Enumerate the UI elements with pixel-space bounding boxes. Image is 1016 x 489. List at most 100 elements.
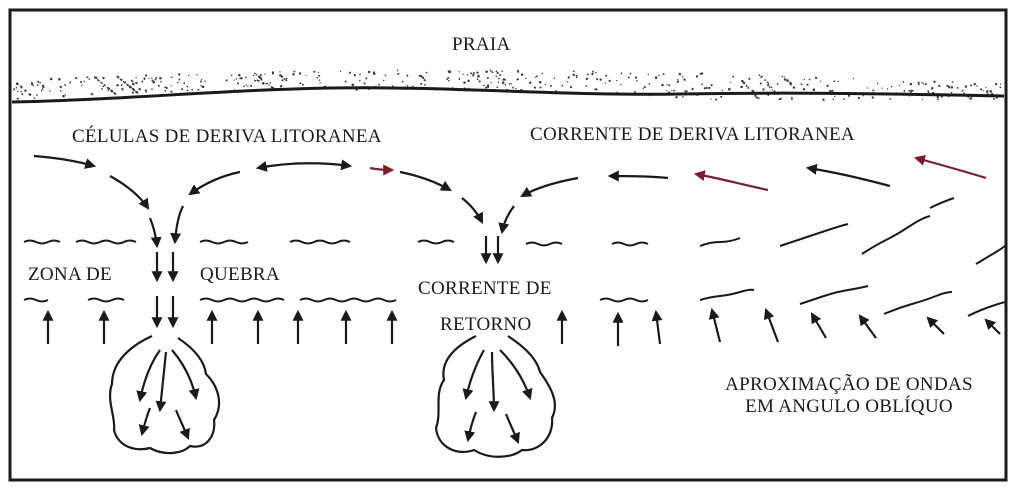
sand-speck xyxy=(636,80,638,82)
sand-speck xyxy=(285,79,287,81)
sand-speck xyxy=(42,85,44,87)
sand-speck xyxy=(666,90,667,91)
sand-speck xyxy=(148,78,149,79)
sand-speck xyxy=(813,88,816,91)
sand-speck xyxy=(270,82,272,84)
sand-speck xyxy=(649,83,651,85)
sand-speck xyxy=(378,84,380,86)
sand-speck xyxy=(84,81,85,82)
sand-speck xyxy=(965,85,967,87)
sand-speck xyxy=(318,72,319,73)
sand-speck xyxy=(759,74,761,76)
sand-speck xyxy=(605,75,607,77)
sand-speck xyxy=(236,78,237,79)
sand-speck xyxy=(596,78,598,80)
sand-speck xyxy=(130,87,132,89)
sand-speck xyxy=(525,78,527,80)
sand-speck xyxy=(463,81,466,84)
sand-speck xyxy=(517,69,519,71)
sand-speck xyxy=(682,96,683,97)
sand-speck xyxy=(269,84,270,85)
sand-speck xyxy=(700,73,702,75)
drift-arrow xyxy=(190,172,240,194)
sand-speck xyxy=(791,99,792,100)
rip-head-arrow xyxy=(140,350,160,400)
sand-speck xyxy=(262,82,265,85)
sand-speck xyxy=(687,90,688,91)
sand-speck xyxy=(542,73,544,75)
sand-speck xyxy=(803,88,805,90)
sand-speck xyxy=(710,84,712,86)
sand-speck xyxy=(181,88,183,90)
sand-speck xyxy=(49,90,50,91)
wave-crest xyxy=(418,241,454,244)
wave-crest xyxy=(700,238,740,246)
sand-speck xyxy=(764,79,766,81)
sand-speck xyxy=(807,84,809,86)
sand-speck xyxy=(424,79,426,81)
sand-speck xyxy=(60,90,62,92)
sand-speck xyxy=(349,72,351,74)
sand-speck xyxy=(479,80,481,82)
sand-speck xyxy=(791,97,793,99)
sand-speck xyxy=(39,82,41,84)
sand-speck xyxy=(501,70,503,72)
sand-speck xyxy=(102,77,104,79)
sand-speck xyxy=(743,82,746,85)
rip-current-label-line1: CORRENTE DE xyxy=(418,278,552,300)
sand-speck xyxy=(536,75,538,77)
wave-crest xyxy=(24,241,60,244)
sand-speck xyxy=(127,84,129,86)
wave-crest xyxy=(300,299,396,302)
sand-speck xyxy=(345,81,347,83)
sand-speck xyxy=(137,92,139,94)
sand-speck xyxy=(903,90,905,92)
sand-speck xyxy=(279,71,280,72)
drift-arrow xyxy=(150,218,157,246)
wave-crest xyxy=(526,243,562,246)
sand-speck xyxy=(918,84,920,86)
sand-speck xyxy=(521,73,524,76)
sand-speck xyxy=(760,76,762,78)
sand-speck xyxy=(771,87,773,89)
sand-speck xyxy=(1000,83,1001,84)
sand-speck xyxy=(121,84,123,86)
sand-speck xyxy=(952,81,954,83)
wave-approach-label-line2: EM ANGULO OBLÍQUO xyxy=(704,396,994,418)
rip-head-outline xyxy=(110,336,219,453)
sand-speck xyxy=(512,87,514,89)
sand-speck xyxy=(677,79,678,80)
sand-speck xyxy=(446,78,448,80)
sand-speck xyxy=(591,73,593,75)
drift-arrows xyxy=(34,156,986,246)
sand-speck xyxy=(373,72,376,75)
sand-speck xyxy=(487,86,489,88)
sand-speck xyxy=(114,92,116,94)
sand-speck xyxy=(989,90,992,93)
sand-speck xyxy=(87,76,89,78)
drift-arrow xyxy=(522,178,578,196)
sand-speck xyxy=(586,78,588,80)
sand-speck xyxy=(21,87,23,89)
sand-speck xyxy=(135,77,136,78)
sand-speck xyxy=(587,73,589,75)
sand-speck xyxy=(679,73,681,75)
sand-speck xyxy=(253,75,254,76)
wave-arrow xyxy=(928,318,944,334)
wave-crest xyxy=(200,241,248,244)
wave-crest xyxy=(968,302,1006,316)
sand-speck xyxy=(132,83,135,86)
sand-speck xyxy=(505,84,507,86)
sand-speck xyxy=(171,76,173,78)
sand-speck xyxy=(260,74,262,76)
rip-head-arrow xyxy=(506,414,518,442)
sand-speck xyxy=(267,83,268,84)
sand-speck xyxy=(747,87,749,89)
sand-speck xyxy=(383,80,385,82)
sand-speck xyxy=(145,91,147,93)
sand-speck xyxy=(889,98,891,100)
wave-crest xyxy=(600,299,648,302)
sand-speck xyxy=(985,87,986,88)
sand-speck xyxy=(804,79,805,80)
sand-speck xyxy=(921,82,923,84)
